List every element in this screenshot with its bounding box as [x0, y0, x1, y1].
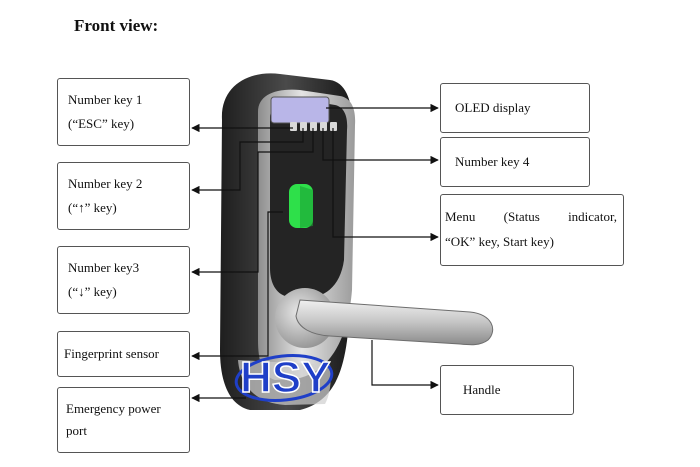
leader-fingerprint — [191, 211, 283, 361]
leader-menu — [332, 128, 439, 242]
hsy-logo-text: HSY — [240, 353, 330, 402]
label-text: “OK” key, Start key) — [445, 234, 554, 249]
leader-key2 — [191, 128, 304, 195]
label-menu-key: Menu (Status indicator, “OK” key, Start … — [440, 194, 624, 266]
label-text: Number key 1 — [68, 91, 143, 107]
label-text: port — [66, 423, 87, 438]
leader-key3 — [191, 128, 314, 277]
label-number-key-4: Number key 4 — [440, 137, 590, 187]
label-text: (“↓” key) — [68, 284, 117, 299]
fingerprint-shadow — [300, 186, 313, 228]
leader-key4 — [322, 128, 439, 165]
label-text: OLED display — [455, 99, 531, 115]
handle-lever — [295, 299, 493, 346]
label-text: Handle — [463, 381, 501, 397]
lock-bottom-cap — [238, 360, 331, 405]
label-text: Number key 4 — [455, 153, 530, 169]
label-text: (“↑” key) — [68, 200, 117, 215]
label-number-key-3: Number key3 (“↓” key) — [57, 246, 190, 314]
leader-lines — [191, 103, 439, 403]
label-number-key-1: Number key 1 (“ESC” key) — [57, 78, 190, 146]
key-4 — [320, 122, 327, 131]
label-text: Number key 2 — [68, 175, 143, 191]
label-text: Fingerprint sensor — [64, 345, 159, 361]
label-handle: Handle — [440, 365, 574, 415]
key-menu — [330, 122, 337, 131]
label-text: (“ESC” key) — [68, 116, 135, 131]
hsy-logo: HSY — [234, 352, 334, 403]
label-fingerprint-sensor: Fingerprint sensor — [57, 331, 190, 377]
leader-handle — [371, 340, 439, 390]
label-oled-display: OLED display — [440, 83, 590, 133]
label-text: Emergency power — [66, 400, 161, 416]
lock-illustration — [220, 73, 493, 411]
key-2 — [300, 122, 307, 131]
page-title: Front view: — [74, 16, 159, 35]
label-emergency-power-port: Emergency power port — [57, 387, 190, 453]
label-text: Menu (Status indicator, — [445, 209, 617, 225]
key-1 — [290, 122, 297, 131]
key-3 — [310, 122, 317, 131]
label-text: Number key3 — [68, 259, 140, 275]
label-number-key-2: Number key 2 (“↑” key) — [57, 162, 190, 230]
oled-screen — [270, 96, 330, 124]
keypad — [290, 122, 337, 131]
